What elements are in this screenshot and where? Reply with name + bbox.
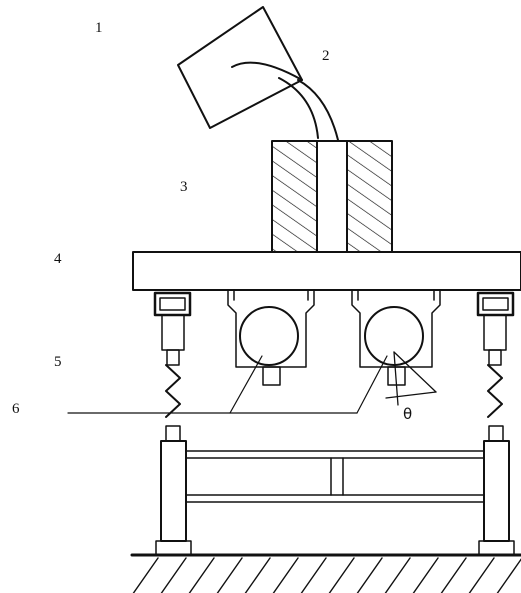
label-3: 3 bbox=[180, 179, 188, 195]
mold bbox=[271, 140, 393, 253]
label-1: 1 bbox=[95, 20, 103, 36]
right-spring-support bbox=[476, 291, 515, 442]
vibrating-table bbox=[132, 251, 521, 291]
label-5: 5 bbox=[54, 354, 62, 370]
ladle bbox=[177, 6, 303, 129]
leader-lines bbox=[67, 355, 388, 414]
vibration-motor-right bbox=[351, 289, 441, 386]
left-spring-support bbox=[153, 291, 192, 442]
label-6: 6 bbox=[12, 401, 20, 417]
vibration-motor-left bbox=[227, 289, 315, 386]
base-frame bbox=[155, 440, 515, 556]
label-theta: θ bbox=[403, 405, 412, 423]
ground bbox=[130, 553, 521, 593]
label-2: 2 bbox=[322, 48, 330, 64]
label-4: 4 bbox=[54, 251, 62, 267]
pouring-stream bbox=[278, 77, 339, 141]
angle-indicator bbox=[385, 351, 437, 406]
